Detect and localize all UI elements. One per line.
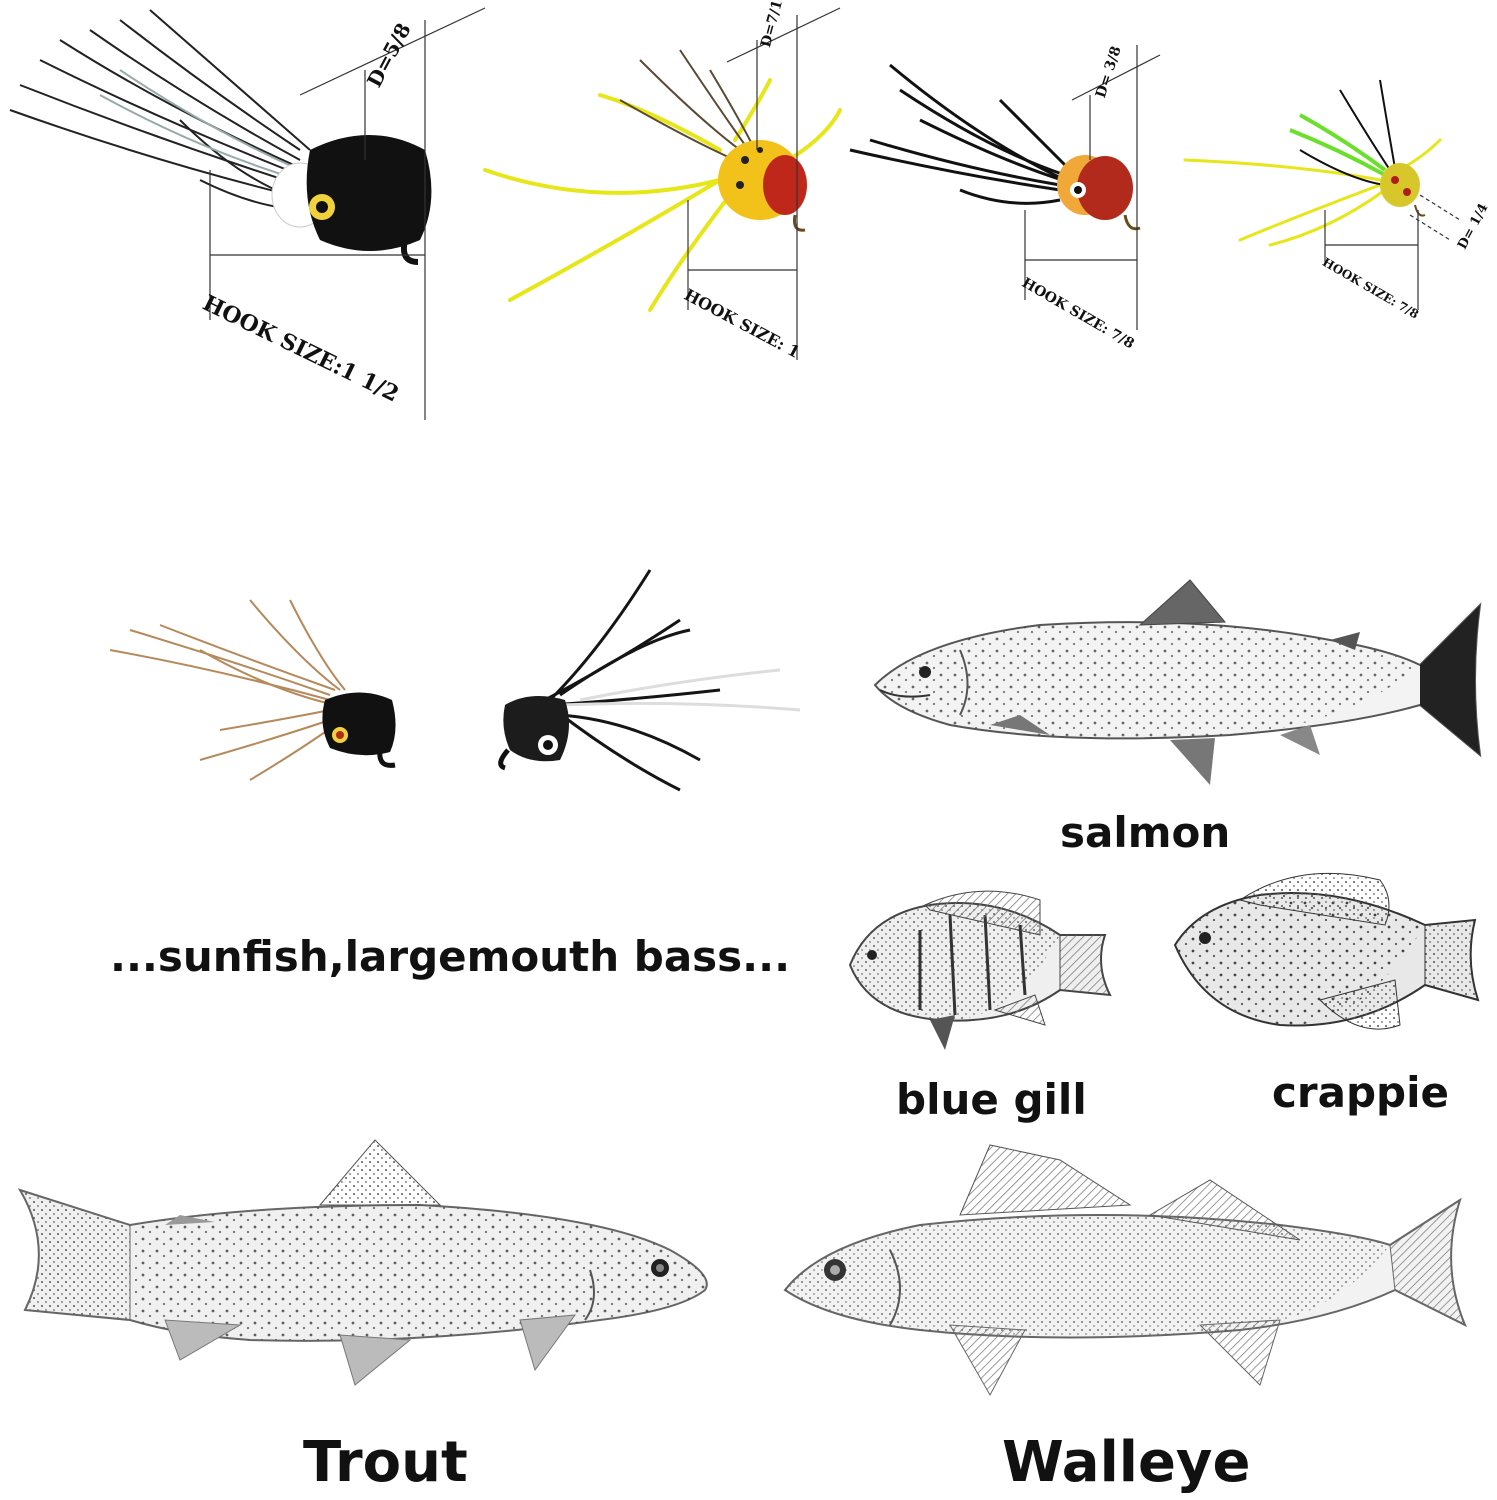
crappie-label: crappie [1272, 1068, 1449, 1117]
trout-label: Trout [303, 1430, 468, 1495]
species-caption: ...sunfish,largemouth bass... [110, 932, 791, 981]
salmon-label: salmon [1060, 808, 1231, 857]
bluegill-label: blue gill [896, 1075, 1087, 1124]
walleye-label: Walleye [1002, 1430, 1251, 1495]
